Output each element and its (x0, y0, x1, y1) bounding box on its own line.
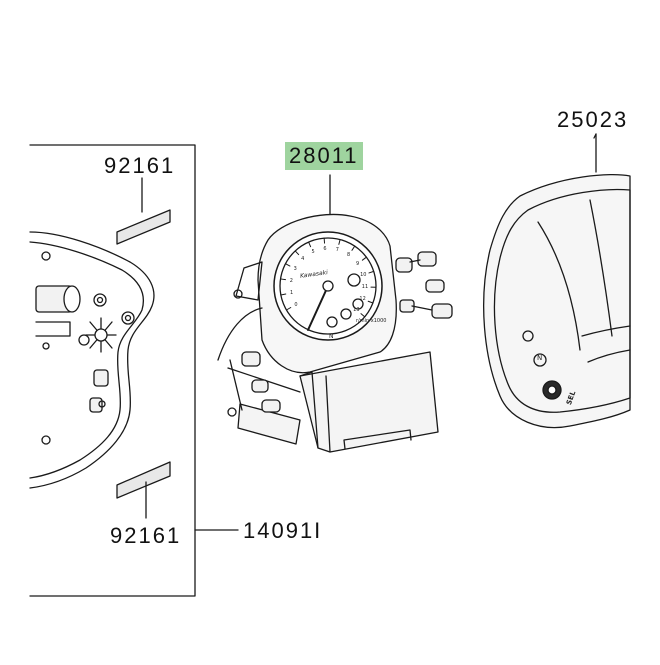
dial-number: 4 (301, 256, 304, 262)
dial-number: 3 (294, 266, 297, 272)
callout-92161-top[interactable]: 92161 (104, 155, 175, 177)
dial-number: 7 (336, 247, 339, 253)
dial-number: 5 (311, 249, 314, 255)
meter-assembly (218, 175, 452, 452)
dial-number: 13 (353, 307, 359, 313)
meter-cover (484, 134, 630, 428)
callout-14091i[interactable]: 14091I (243, 520, 322, 542)
dial-number: 6 (323, 246, 326, 252)
callout-92161-bottom[interactable]: 92161 (110, 525, 181, 547)
dial-number: 2 (290, 278, 293, 284)
dial-number: 9 (356, 261, 359, 267)
gauge-neutral-letter: N (329, 333, 334, 340)
gauge-rpm-unit-text: r/min x1000 (356, 318, 386, 324)
label-sticker-top (117, 178, 170, 244)
callout-25023[interactable]: 25023 (557, 109, 628, 131)
front-panel-body (30, 232, 154, 488)
dial-number: 1 (290, 290, 293, 296)
dial-number: 10 (360, 272, 366, 278)
dial-number: 0 (294, 302, 297, 308)
callout-28011-highlighted[interactable]: 28011 (285, 142, 363, 170)
cover-neutral-letter: N (537, 354, 542, 362)
dial-number: 8 (347, 252, 350, 258)
label-sticker-bottom (117, 462, 170, 518)
dial-number: 12 (359, 296, 365, 302)
dial-number: 11 (362, 284, 368, 290)
